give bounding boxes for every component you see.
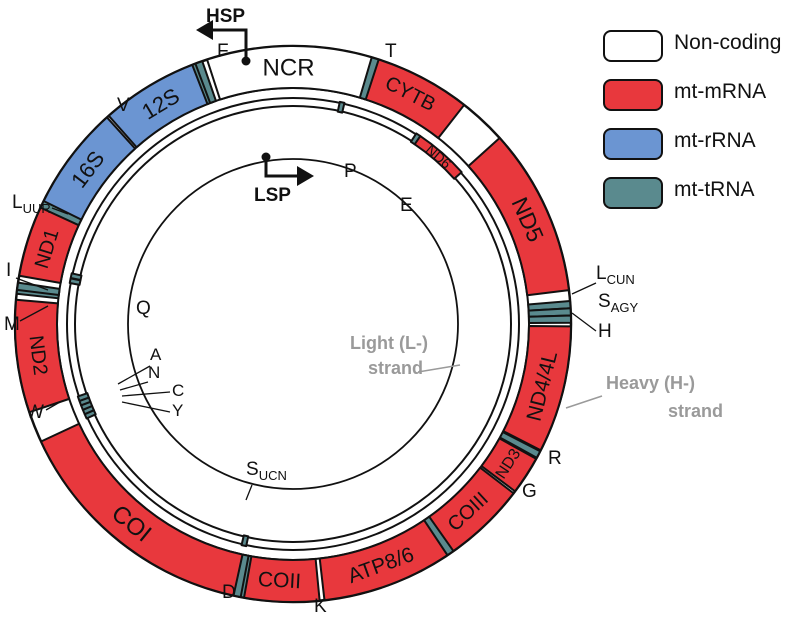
trna-label-l-cun: LCUN [596,263,635,287]
heavy-strand-leader [565,395,603,409]
trna-label-h: H [598,321,612,342]
trna-label-w: W [26,402,44,423]
legend-label-non-coding: Non-coding [674,31,782,54]
trna-label-s-agy: SAGY [598,291,638,315]
segment-nd5 [467,136,570,297]
trna-label-a: A [150,345,162,364]
trna-label-l-uur: LUUR [12,192,51,216]
legend-item-mt-trna: mt-tRNA [603,173,793,213]
lsp-arrow [261,152,314,186]
leader-a [117,365,151,385]
trna-label-e: E [400,195,413,216]
legend-swatch-mt-mrna [603,79,663,111]
trna-bar-heavy-7 [232,553,250,599]
trna-bar-heavy-9 [16,281,61,297]
leader-w [45,401,61,411]
leader-y [121,401,171,413]
light-strand-leader [417,364,461,373]
trna-bar-heavy-10 [39,200,83,227]
trna-bar-heavy-3 [527,314,572,324]
trna-label-r: R [548,448,562,469]
leader-c [121,391,171,397]
legend-label-mt-mrna: mt-mRNA [674,80,767,103]
segment-label-nd2: ND2 [25,334,52,376]
heavy-strand-label-1: Heavy (H-) [606,373,695,393]
trna-bar-heavy-5 [423,515,455,557]
trna-bar-heavy-4 [498,431,542,459]
trna-label-k: K [314,596,327,617]
trna-bar-light-8 [69,272,83,281]
segment-atp8-6 [318,518,450,602]
trna-bar-light-9 [240,534,250,548]
light-strand-label-1: Light (L-) [350,333,428,353]
leader-l-cun [571,282,597,295]
legend-label-mt-rrna: mt-rRNA [674,129,756,152]
trna-bar-heavy-12 [194,60,217,105]
legend-label-mt-trna: mt-tRNA [674,178,755,201]
trna-label-q: Q [136,298,151,319]
legend-swatch-mt-trna [603,177,663,209]
segment-cytb [362,57,466,140]
trna-bar-light-6 [76,392,90,402]
leader-l-uur [51,207,69,215]
heavy-strand-label-2: strand [668,401,723,421]
inner-ring-inner-edge [74,105,512,543]
segment-16s [42,116,137,222]
trna-bar-heavy-0 [358,56,380,101]
leader-h [571,312,597,332]
trna-label-v: V [117,95,130,116]
legend-swatch-mt-rrna [603,128,663,160]
lsp-label: LSP [254,185,291,206]
leader-m [19,305,49,322]
segment-nd2 [14,298,71,414]
trna-label-d: D [222,582,236,603]
trna-label-g: G [522,481,537,502]
trna-label-n: N [148,363,160,382]
trna-label-m: M [4,314,20,335]
segment-nd3 [480,437,538,493]
trna-bar-light-1 [409,132,422,146]
light-strand-label-2: strand [368,358,423,378]
segment-label-ncr: NCR [263,55,315,82]
leader-n [119,381,149,391]
trna-bar-light-0 [336,100,346,114]
legend-item-mt-rrna: mt-rRNA [603,124,793,164]
light-strand-circle [127,158,459,490]
hsp-label: HSP [206,6,245,27]
segment-nd4-4l [502,325,572,452]
trna-label-c: C [172,381,184,400]
segment-label-coii: COII [257,568,301,593]
legend-item-non-coding: Non-coding [603,26,793,66]
trna-label-p: P [344,161,357,182]
trna-label-f: F [217,41,229,62]
segment-coi [40,422,245,597]
segment-nd6 [413,134,463,180]
trna-label-t: T [385,41,397,62]
hsp-arrow [196,20,251,66]
leader-i [15,277,49,291]
legend-swatch-non-coding [603,30,663,62]
legend-item-mt-mrna: mt-mRNA [603,75,793,115]
trna-label-i: I [6,260,11,281]
leader-s-ucn [245,484,253,501]
trna-label-y: Y [172,401,183,420]
